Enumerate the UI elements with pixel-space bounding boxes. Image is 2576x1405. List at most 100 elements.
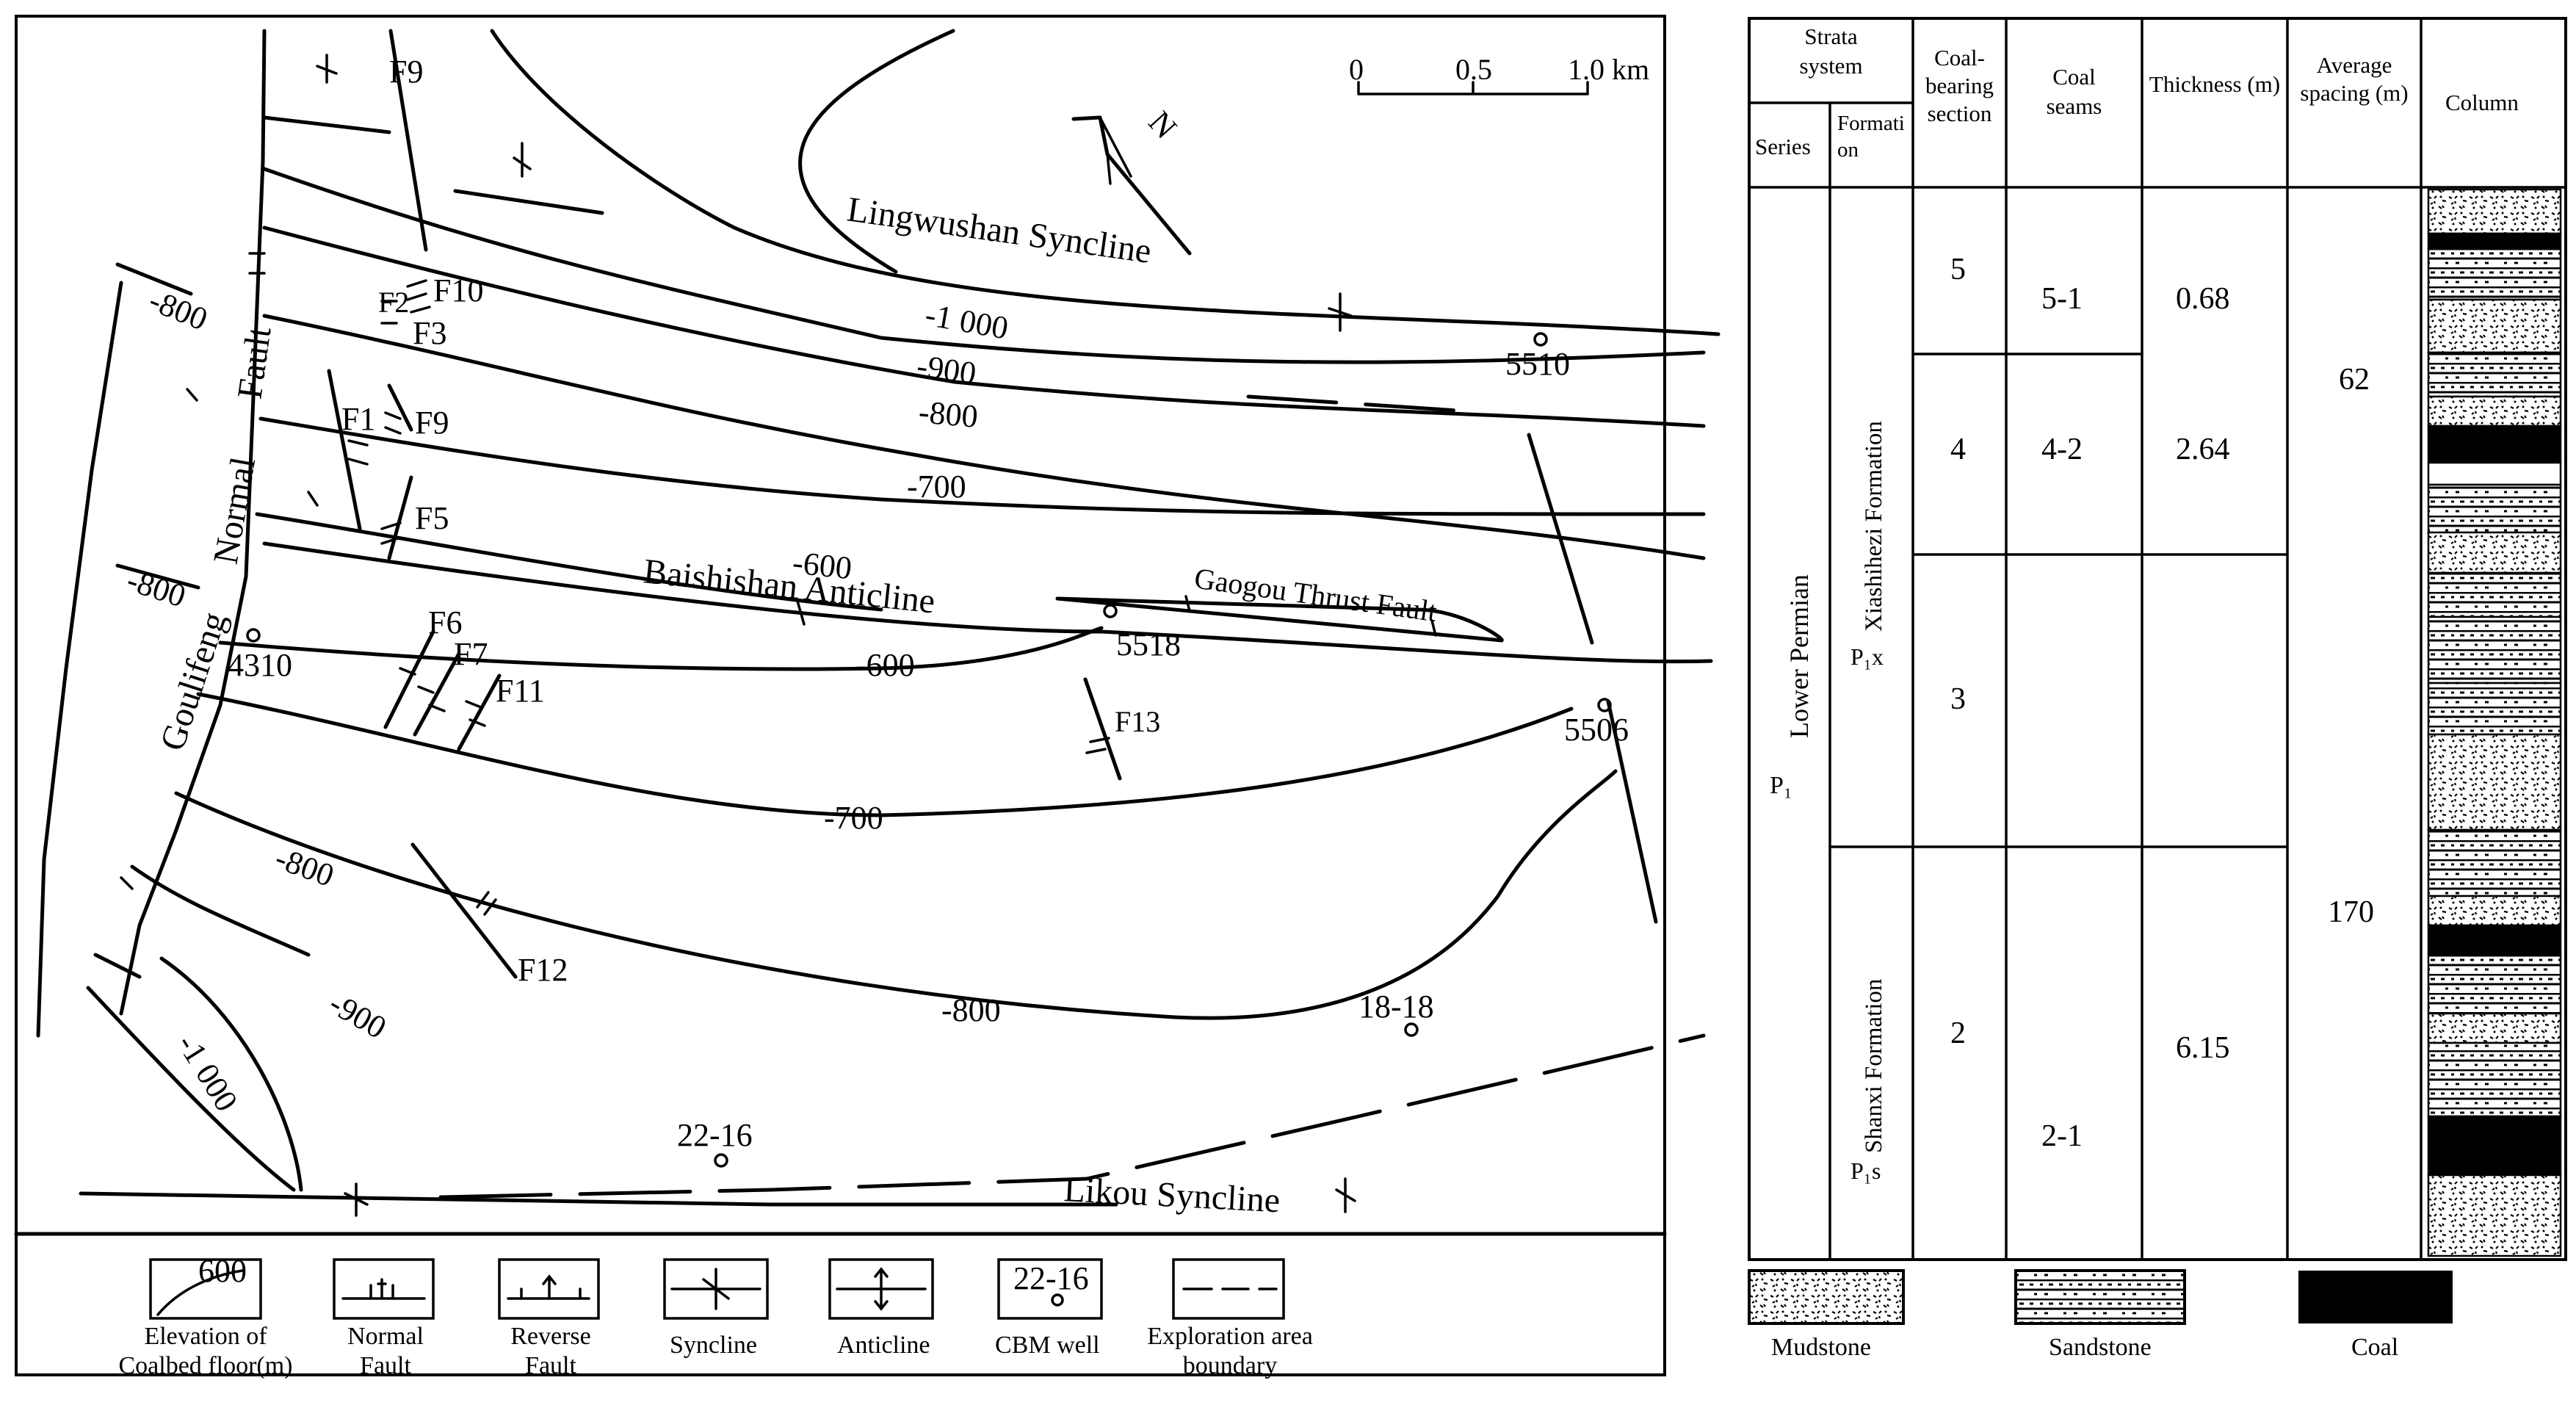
scale-bar: 0 0.5 1.0 km	[1349, 53, 1649, 95]
thickness-2-1: 6.15	[2176, 1031, 2230, 1065]
series-code: P₁	[1770, 772, 1792, 799]
legend-coal-swatch	[2298, 1271, 2453, 1323]
section-2: 2	[1950, 1016, 1966, 1050]
header-average-spacing: Average spacing (m)	[2300, 52, 2409, 106]
contour-label-900-north: -900	[915, 347, 979, 391]
spacing-upper: 62	[2339, 363, 2370, 397]
fault-label: Fault	[230, 324, 278, 402]
thickness-5-1: 0.68	[2176, 282, 2230, 316]
fault-f9-south-line	[387, 383, 413, 432]
goulifeng-label: Goulifeng	[153, 607, 234, 755]
contour-label-1000-north: -1 000	[922, 297, 1010, 347]
fault-label-f10: F10	[433, 272, 483, 308]
legend-sandstone-label: Sandstone	[2049, 1334, 2152, 1361]
legend-cbm-well-label: CBM well	[995, 1332, 1100, 1359]
contour-label-800-south: -800	[941, 992, 1001, 1028]
normal-label: Normal	[206, 454, 264, 567]
contour-label-600-south: -600	[855, 647, 915, 683]
formation-xiashihezi: Xiashihezi Formation	[1861, 421, 1887, 632]
contour-label-1000-south: -1 000	[170, 1027, 245, 1117]
column-frame	[1748, 17, 2567, 1261]
legend-contour-box	[149, 1258, 262, 1320]
header-column: Column	[2445, 90, 2519, 115]
formation-shanxi-code: P₁s	[1850, 1157, 1881, 1184]
scale-tick-2: 1.0 km	[1568, 53, 1649, 86]
fault-label-f2: F2	[378, 286, 409, 319]
legend-anticline-box	[828, 1258, 934, 1320]
contour-label-700-south: -700	[824, 800, 883, 836]
contour-label-700-north: -700	[907, 469, 966, 505]
header-thickness: Thickness (m)	[2149, 71, 2281, 97]
well-22-16-label: 22-16	[677, 1117, 753, 1153]
contour-label-w-800: -800	[144, 282, 212, 338]
fault-label-f12: F12	[518, 952, 568, 988]
fault-f12-line	[410, 842, 518, 979]
fault-label-f3: F3	[413, 315, 446, 351]
well-5506-label: 5506	[1564, 712, 1629, 748]
stratigraphic-column: Strata system Series Formation Coal-bear…	[1748, 17, 2567, 1361]
gaogou-thrust-fault-label: Gaogou Thrust Fault	[1193, 561, 1439, 628]
well-18-18-marker	[1404, 1022, 1419, 1037]
map-frame	[15, 15, 1666, 1376]
legend-cbm-well-box	[997, 1258, 1103, 1320]
exploration-boundary	[438, 394, 1706, 1199]
well-5518-marker	[1103, 604, 1118, 618]
header-coal-bearing-section: Coal-bearing section	[1925, 45, 1994, 126]
fault-line-upper-2	[798, 29, 955, 274]
lithology-legend: Mudstone Sandstone Coal	[1748, 1269, 2453, 1361]
fault-f9-north	[388, 29, 428, 252]
fault-label-f9-south: F9	[415, 405, 449, 441]
legend-anticline-label: Anticline	[837, 1332, 930, 1359]
well-5506-marker	[1597, 698, 1612, 712]
goulifeng-fault-line	[119, 29, 267, 1016]
fault-label-f5: F5	[415, 500, 449, 536]
map-legend: 600 Elevation of Coalbed floor(m) Normal…	[118, 1253, 1313, 1379]
legend-normal-fault-box	[333, 1258, 435, 1320]
fault-line-upper	[490, 29, 737, 230]
baishishan-anticline-axis	[262, 541, 1713, 664]
fault-label-f13: F13	[1115, 705, 1160, 738]
contour-label-w-800-south: -800	[123, 562, 190, 615]
legend-mudstone-label: Mudstone	[1771, 1334, 1871, 1361]
legend-boundary-label: Exploration area boundary	[1147, 1323, 1313, 1379]
seam-4-2: 4-2	[2041, 433, 2083, 466]
formation-xiashihezi-code: P₁x	[1850, 643, 1884, 670]
header-formation: Formation	[1837, 112, 1905, 162]
section-4: 4	[1950, 433, 1966, 466]
well-5518-label: 5518	[1116, 626, 1181, 662]
header-strata-system: Strata system	[1799, 24, 1863, 79]
lingwushan-syncline-label: Lingwushan Syncline	[844, 189, 1154, 271]
header-coal-seams: Coal seams	[2046, 64, 2102, 119]
well-5510-marker	[1533, 332, 1548, 347]
thickness-4-2: 2.64	[2176, 433, 2230, 466]
legend-cbm-well-sample: 22-16	[1013, 1260, 1089, 1296]
well-5510-label: 5510	[1505, 346, 1570, 382]
legend-mudstone-swatch	[1748, 1269, 1905, 1325]
section-3: 3	[1950, 682, 1966, 716]
legend-syncline-box	[663, 1258, 769, 1320]
fault-label-f1: F1	[341, 401, 375, 437]
legend-contour-label: Elevation of Coalbed floor(m)	[118, 1323, 293, 1379]
seam-2-1: 2-1	[2041, 1119, 2083, 1153]
contour-label-600-north: -600	[791, 544, 853, 586]
structure-map: 0 0.5 1.0 km N	[14, 15, 1721, 1379]
fault-f5-line	[387, 475, 413, 560]
section-5: 5	[1950, 253, 1966, 286]
axis-symbols	[316, 54, 1356, 1217]
legend-reverse-fault-box	[498, 1258, 600, 1320]
fault-label-f7: F7	[454, 636, 488, 672]
contour-label-900-south: -900	[323, 985, 392, 1046]
scale-tick-1: 0.5	[1455, 53, 1492, 86]
contours	[86, 115, 1706, 1192]
contour-label-800-sw: -800	[271, 839, 339, 894]
well-4310-marker	[246, 628, 261, 643]
lingwushan-syncline-axis	[732, 225, 1721, 336]
cbm-wells: 5510 5518 4310 5506 18-18 22-16	[228, 332, 1629, 1168]
lithology-column	[2427, 188, 2562, 1257]
legend-reverse-fault-label: Reverse Fault	[510, 1323, 591, 1379]
fault-f1-line	[327, 369, 362, 531]
contour-label-800-north: -800	[917, 394, 980, 435]
fault-f7-line	[413, 651, 461, 737]
fault-label-f6: F6	[428, 604, 462, 640]
